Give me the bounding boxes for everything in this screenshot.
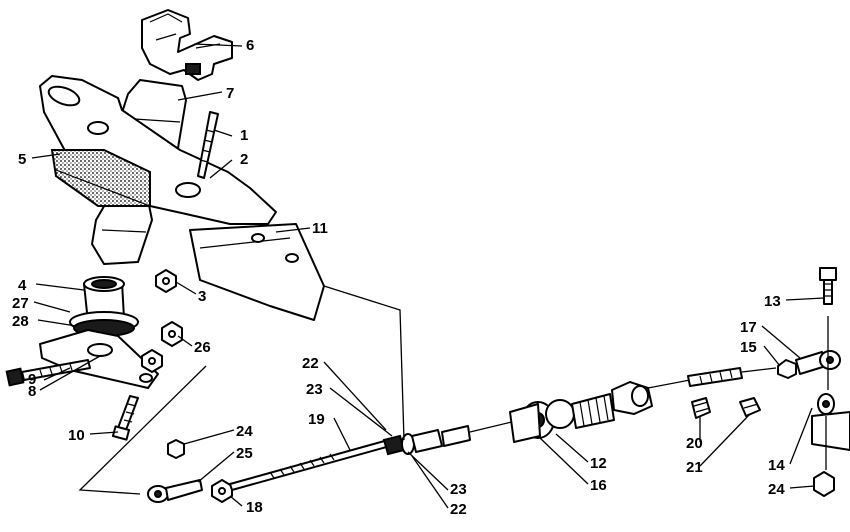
screw (197, 111, 219, 179)
callout-21: 21 (686, 459, 703, 476)
throttle-cable (229, 419, 521, 491)
callout-24b: 24 (768, 481, 785, 498)
washer-stack (69, 311, 139, 337)
callout-17: 17 (740, 319, 757, 336)
mounting-plate (39, 75, 277, 225)
rod-end-right (795, 350, 841, 375)
bolt-horizontal (5, 359, 91, 387)
clamp-21 (739, 397, 761, 417)
callout-22a: 22 (302, 355, 319, 372)
callout-25: 25 (236, 445, 253, 462)
nut-lower (141, 349, 163, 373)
nut-24-left (167, 439, 185, 459)
cable-adjuster (509, 367, 777, 443)
callout-6: 6 (246, 37, 254, 54)
nut-15 (777, 359, 797, 379)
callout-19: 19 (308, 411, 325, 428)
callout-23b: 23 (450, 481, 467, 498)
callout-3: 3 (198, 288, 206, 305)
bolt-vertical (111, 395, 139, 441)
callout-9: 9 (28, 371, 36, 388)
callout-12: 12 (590, 455, 607, 472)
mount-tab (811, 411, 850, 451)
nut-upper (161, 321, 183, 347)
callout-1: 1 (240, 127, 248, 144)
callout-22b: 22 (450, 501, 467, 518)
callout-5: 5 (18, 151, 26, 168)
callout-2: 2 (240, 151, 248, 168)
callout-24a: 24 (236, 423, 253, 440)
lever-arm (39, 329, 159, 389)
callout-23a: 23 (306, 381, 323, 398)
nut-24-right (813, 471, 835, 497)
callout-16: 16 (590, 477, 607, 494)
callout-20: 20 (686, 435, 703, 452)
callout-labels: 1 2 3 4 5 6 7 8 9 10 11 12 13 14 15 16 1… (12, 37, 785, 518)
callout-10: 10 (68, 427, 85, 444)
clamp-20 (691, 397, 711, 419)
callout-18: 18 (246, 499, 263, 516)
bracket (189, 223, 325, 321)
nut (155, 269, 177, 293)
throttle-handle (141, 9, 233, 81)
washer-14 (817, 393, 835, 415)
callout-11: 11 (312, 220, 328, 237)
callout-15: 15 (740, 339, 757, 356)
callout-14: 14 (768, 457, 785, 474)
callout-13: 13 (764, 293, 781, 310)
leader-lines (31, 43, 825, 509)
nut-18 (211, 479, 233, 503)
callout-26: 26 (194, 339, 211, 356)
routing-lines (78, 285, 829, 495)
callout-27: 27 (12, 295, 29, 312)
bolt-13 (819, 267, 837, 305)
callout-4: 4 (18, 277, 27, 294)
rod-end-left (147, 479, 203, 503)
callout-7: 7 (226, 85, 234, 102)
callout-28: 28 (12, 313, 29, 330)
callout-8: 8 (28, 383, 36, 400)
